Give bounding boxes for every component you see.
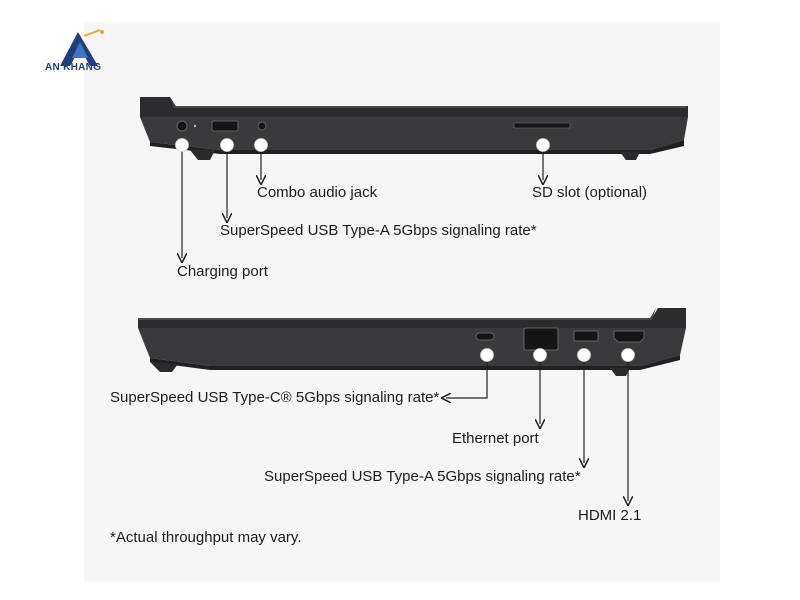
callout-dot — [577, 348, 591, 362]
callout-dot — [254, 138, 268, 152]
callout-dot — [480, 348, 494, 362]
callout-dot — [621, 348, 635, 362]
label-audio-jack: Combo audio jack — [257, 184, 378, 201]
brand-name: AN KHANG — [45, 62, 102, 73]
label-charging-port: Charging port — [177, 263, 268, 280]
label-usb-a-left: SuperSpeed USB Type-A 5Gbps signaling ra… — [220, 222, 537, 239]
label-usb-a-right: SuperSpeed USB Type-A 5Gbps signaling ra… — [264, 468, 581, 485]
brand-logo-icon — [60, 29, 104, 66]
label-usb-c: SuperSpeed USB Type-C® 5Gbps signaling r… — [110, 389, 440, 406]
label-sd-slot: SD slot (optional) — [532, 184, 648, 201]
laptop-right-side — [138, 308, 686, 376]
laptop-left-side — [140, 97, 688, 160]
callout-dot — [175, 138, 189, 152]
callout-line — [446, 360, 488, 398]
footnote: *Actual throughput may vary. — [110, 529, 302, 546]
callout-dot — [533, 348, 547, 362]
callout-dot — [220, 138, 234, 152]
label-hdmi: HDMI 2.1 — [578, 507, 642, 524]
callout-dot — [536, 138, 550, 152]
label-ethernet: Ethernet port — [452, 430, 539, 447]
